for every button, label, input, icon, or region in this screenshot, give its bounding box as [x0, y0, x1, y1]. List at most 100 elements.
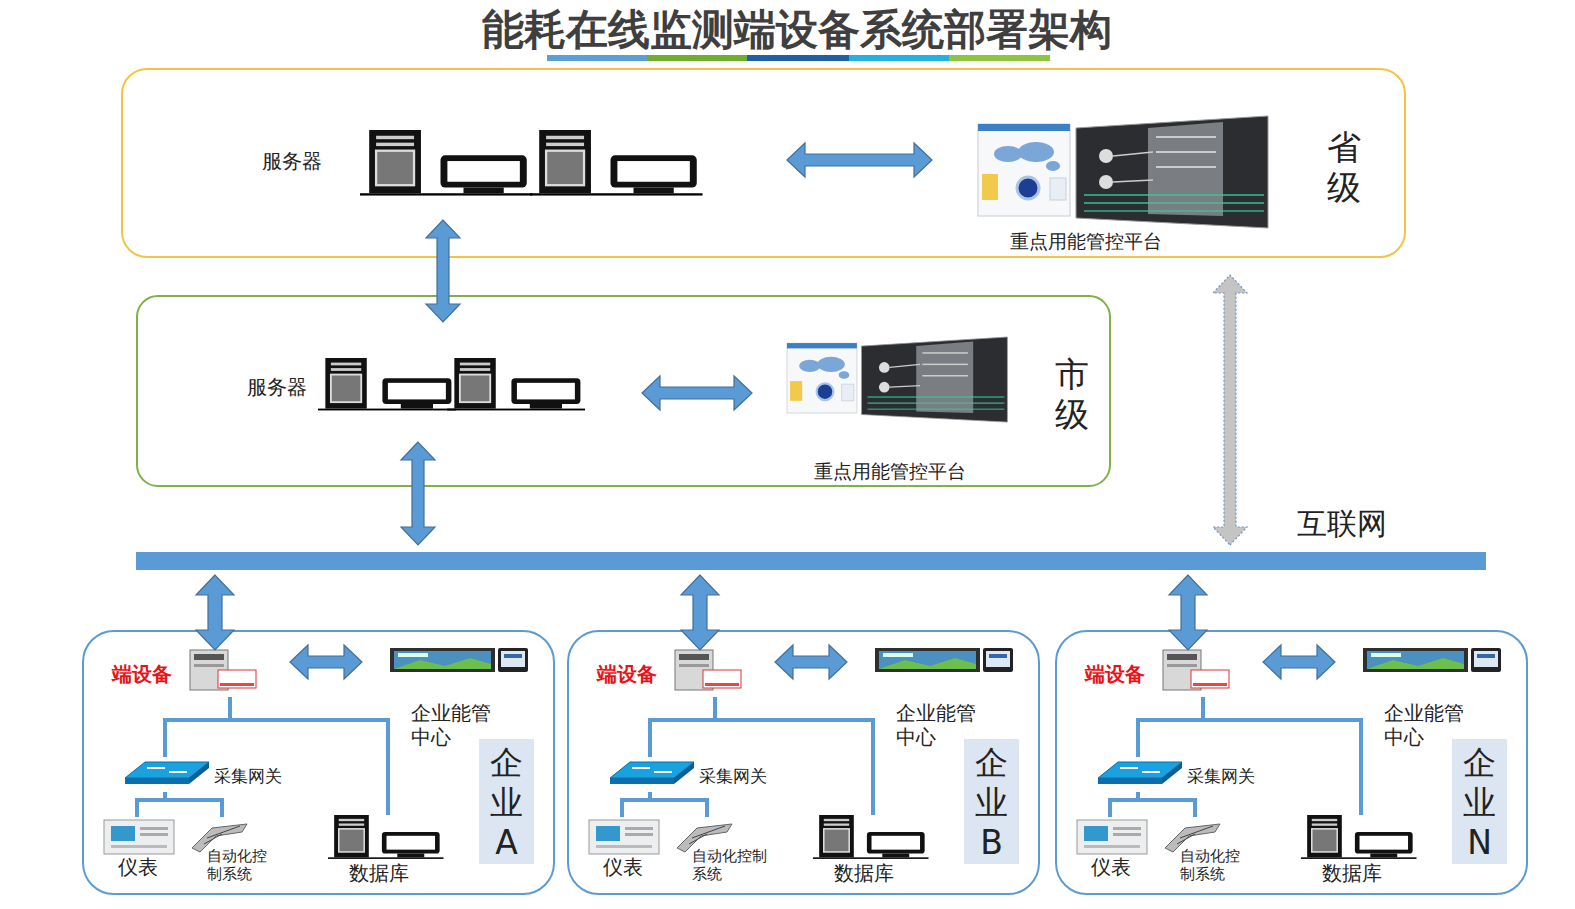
- enterprise-icons: [1077, 648, 1501, 859]
- block-arrow: [787, 143, 932, 177]
- block-arrow: [775, 645, 847, 679]
- tree-line: [137, 792, 165, 817]
- enterprise-box: 企 业 B端设备企业能管 中心采集网关仪表自动化控制 系统数据库: [567, 630, 1040, 895]
- node-label: 仪表: [118, 855, 158, 879]
- device-node: 自动化控 制系统: [199, 817, 279, 892]
- server-icon: [447, 358, 585, 410]
- tree-connector: [650, 792, 707, 817]
- node-label: 数据库: [349, 861, 409, 885]
- enterprise-icons: [589, 648, 1013, 859]
- device-node: 服务器: [242, 322, 592, 422]
- tree-line: [650, 697, 715, 757]
- enterprise-box: 企 业 A 端设备企业能管 中心采集网关仪表 自动化控 制系统 数据库: [82, 630, 555, 895]
- device-node: 采集网关: [1097, 757, 1307, 792]
- node-label: 市 级: [1055, 354, 1095, 434]
- device-node: 重点用能管控平台: [977, 114, 1277, 259]
- node-label: 省 级: [1327, 127, 1367, 207]
- node-label: 采集网关: [1187, 766, 1255, 786]
- city-box: 市 级 服务器重点用能管控平台: [136, 295, 1111, 487]
- tree-line: [650, 792, 707, 817]
- node-label: 服务器: [247, 375, 307, 399]
- tree-connector: [165, 697, 230, 757]
- device-node: 自动化控制 系统: [684, 817, 764, 892]
- tree-line: [1138, 792, 1195, 817]
- node-label: 仪表: [603, 855, 643, 879]
- node-label: 端设备: [112, 662, 172, 686]
- block-arrow: [681, 575, 719, 650]
- tree-connector: [622, 792, 650, 817]
- node-label: 数据库: [1322, 861, 1382, 885]
- tree-connector: [1203, 697, 1361, 815]
- tree-line: [230, 697, 388, 815]
- tree-line: [165, 697, 230, 757]
- node-label: 端设备: [1085, 662, 1145, 686]
- block-arrow: [401, 442, 435, 545]
- device-node: 数据库: [814, 815, 944, 890]
- device-node: 仪表: [104, 817, 184, 882]
- tree-line: [1110, 792, 1138, 817]
- internet-bar: 互联网: [136, 552, 1486, 570]
- tree-connector: [1110, 792, 1138, 817]
- node-label: 重点用能管控平台: [814, 460, 966, 483]
- device-node: 企业能管 中心: [874, 647, 1019, 757]
- tree-connector: [137, 792, 165, 817]
- tree-line: [715, 697, 873, 815]
- node-label: 企业能管 中心: [896, 701, 988, 749]
- tree-connector: [715, 697, 873, 815]
- diagram-title: 能耗在线监测端设备系统部署架构: [297, 2, 1297, 58]
- block-arrow: [1263, 645, 1335, 679]
- block-arrow: [1169, 575, 1207, 650]
- server-icon: [360, 130, 533, 196]
- tree-line: [1203, 697, 1361, 815]
- node-label: 重点用能管控平台: [1010, 230, 1162, 253]
- device-node: 企业能管 中心: [1362, 647, 1507, 757]
- node-label: 数据库: [834, 861, 894, 885]
- device-node: 仪表: [1077, 817, 1157, 882]
- block-arrow: [1213, 275, 1247, 545]
- title-underline: [547, 55, 1050, 61]
- platform-screen: [787, 337, 1007, 422]
- enterprise-box: 企 业 N端设备企业能管 中心采集网关仪表自动化控 制系统数据库: [1055, 630, 1528, 895]
- platform-screen: [978, 116, 1268, 228]
- tree-connector: [1138, 697, 1203, 757]
- device-node: 仪表: [589, 817, 669, 882]
- device-node: 端设备: [1080, 650, 1245, 697]
- tree-line: [622, 792, 650, 817]
- device-node: 采集网关: [609, 757, 819, 792]
- node-label: 企 业 B: [964, 739, 1019, 864]
- node-label: 采集网关: [699, 766, 767, 786]
- node-label: 采集网关: [214, 766, 282, 786]
- device-node: 数据库: [329, 815, 459, 890]
- node-label: 服务器: [262, 149, 322, 173]
- device-node: 企业能管 中心: [389, 647, 534, 757]
- tree-connector: [165, 792, 222, 817]
- device-node: 自动化控 制系统: [1172, 817, 1252, 892]
- tree-line: [165, 792, 222, 817]
- device-node: 端设备: [592, 650, 757, 697]
- node-label: 端设备: [597, 662, 657, 686]
- tree-connector: [230, 697, 388, 815]
- server-icon: [530, 130, 703, 196]
- node-label: 自动化控制 系统: [692, 847, 778, 883]
- node-label: 自动化控 制系统: [1180, 847, 1252, 883]
- device-node: 服务器: [257, 120, 717, 200]
- device-node: 数据库: [1302, 815, 1432, 890]
- block-arrow: [196, 575, 234, 650]
- node-label: 仪表: [1091, 855, 1131, 879]
- tree-line: [1138, 697, 1203, 757]
- node-label: 互联网: [1297, 506, 1387, 542]
- device-node: 端设备: [107, 650, 272, 697]
- device-node: 采集网关: [124, 757, 334, 792]
- enterprise-icons: [104, 648, 528, 859]
- server-icon: [318, 358, 456, 410]
- block-arrow: [642, 376, 752, 410]
- node-label: 自动化控 制系统: [207, 847, 279, 883]
- node-label: 企业能管 中心: [411, 701, 503, 749]
- node-label: 企 业 A: [479, 739, 534, 864]
- tree-connector: [650, 697, 715, 757]
- node-label: 企业能管 中心: [1384, 701, 1476, 749]
- block-arrow: [290, 645, 362, 679]
- tree-connector: [1138, 792, 1195, 817]
- block-arrow: [426, 220, 460, 322]
